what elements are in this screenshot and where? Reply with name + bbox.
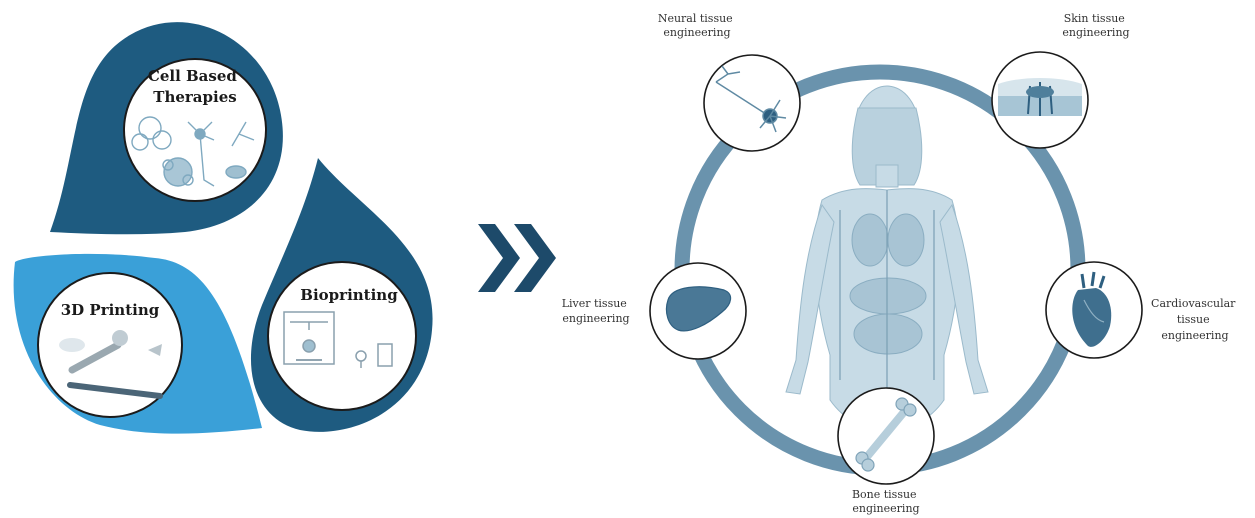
tissue-label-cardiovascular: Cardiovascular tissue engineering	[1151, 297, 1239, 342]
tissue-node-neural: Neural tissue engineering	[658, 12, 800, 151]
double-chevron-right-icon	[478, 224, 556, 292]
skin-layers-icon	[998, 78, 1082, 116]
tissue-node-skin: Skin tissue engineering	[992, 12, 1130, 148]
drop-label-3d-printing: 3D Printing	[61, 301, 160, 319]
tissue-label-liver: Liver tissue engineering	[562, 297, 631, 325]
tissue-label-neural: Neural tissue engineering	[658, 12, 736, 39]
tissue-label-bone: Bone tissue engineering	[852, 488, 920, 515]
teardrop-3d-printing: 3D Printing	[14, 254, 262, 434]
tissue-ring-panel: Neural tissue engineering Skin tissue en…	[562, 12, 1239, 515]
human-body-figure	[786, 86, 988, 430]
drop-label-bioprinting: Bioprinting	[300, 286, 398, 304]
tissue-node-bone: Bone tissue engineering	[838, 388, 934, 515]
teardrop-bioprinting: Bioprinting	[251, 158, 433, 432]
tissue-label-skin: Skin tissue engineering	[1062, 12, 1129, 39]
teardrop-cell-based-therapies: Cell Based Therapies	[50, 22, 283, 234]
tissue-node-cardiovascular: Cardiovascular tissue engineering	[1046, 262, 1239, 358]
tissue-node-liver: Liver tissue engineering	[562, 263, 746, 359]
